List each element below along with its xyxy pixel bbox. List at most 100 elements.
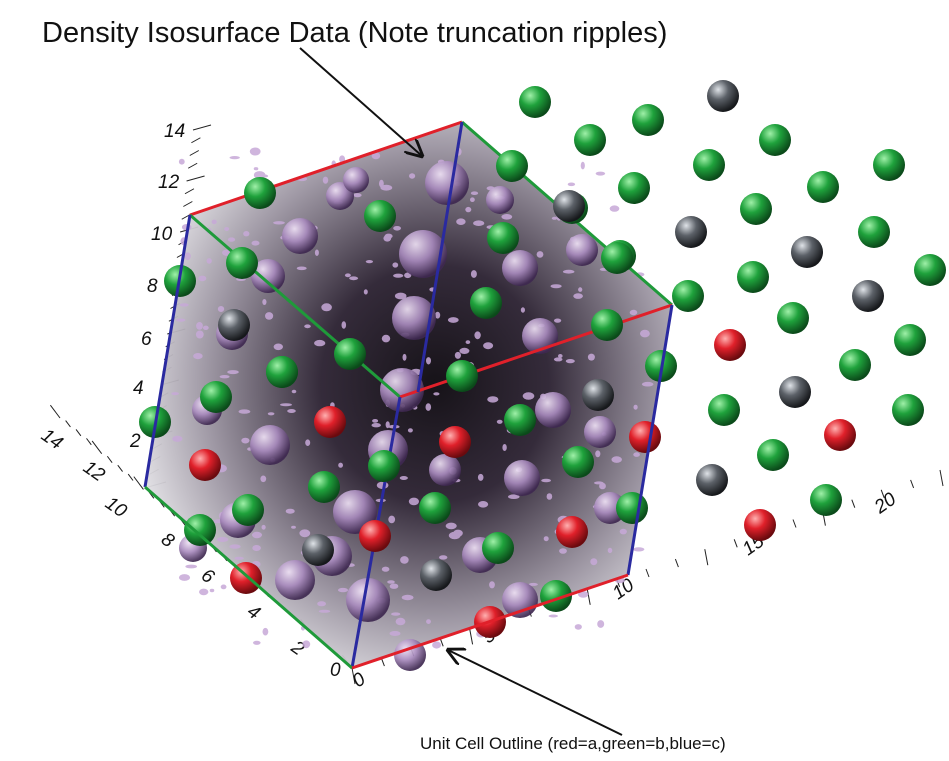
ripple [296, 266, 307, 271]
ripple [198, 275, 207, 282]
ripple [261, 524, 266, 530]
ripple [573, 293, 583, 299]
ripple [224, 227, 230, 231]
ripple [508, 494, 520, 500]
front-axis-tick [674, 558, 679, 568]
ripple [338, 587, 348, 593]
ripple [216, 537, 229, 542]
ripple [408, 497, 419, 506]
atom [582, 379, 614, 411]
ripple [470, 270, 477, 278]
atom [791, 236, 823, 268]
ripple [470, 191, 479, 195]
ripple [322, 176, 329, 184]
atom [601, 242, 633, 274]
figure-caption: Unit Cell Outline (red=a,green=b,blue=c) [420, 734, 726, 753]
ripple [402, 353, 407, 361]
left-axis-zero-label: 0 [330, 660, 341, 681]
ripple [478, 501, 489, 508]
atom [618, 172, 650, 204]
ripple [395, 617, 406, 626]
atom [892, 394, 924, 426]
ripple [496, 419, 503, 424]
ripple [594, 481, 604, 485]
ripple [381, 334, 391, 343]
ripple [548, 614, 558, 618]
isosurface-blob [486, 186, 514, 214]
ripple [562, 269, 575, 274]
vertical-tick [186, 175, 205, 182]
ripple [432, 641, 442, 649]
ripple [227, 237, 236, 242]
ripple [211, 219, 217, 225]
ripple [383, 235, 392, 242]
ripple [433, 392, 440, 396]
ripple [447, 317, 459, 323]
ripple [553, 357, 563, 362]
isosurface-blobs [179, 161, 626, 671]
ripple [435, 311, 441, 319]
atom [632, 104, 664, 136]
ripple [314, 339, 326, 347]
unit-cell-front-edges [143, 214, 674, 670]
ripple [565, 359, 575, 364]
isosurface-blob [392, 296, 436, 340]
atom [364, 200, 396, 232]
ripple [291, 389, 297, 394]
isosurface-blob [584, 416, 616, 448]
left-axis-tick-label: 12 [79, 457, 109, 487]
left-axis-tick [65, 420, 71, 428]
ripple [404, 272, 412, 279]
title-arrow [299, 47, 422, 156]
front-axis-tick [939, 469, 944, 487]
ripple [528, 582, 538, 586]
ripple [249, 147, 261, 156]
ripple [426, 357, 431, 365]
ripple [252, 640, 261, 645]
atom [266, 356, 298, 388]
atom [232, 494, 264, 526]
ripple [217, 306, 225, 312]
isosurface-blob [343, 167, 369, 193]
ripple [385, 421, 390, 429]
ripple [199, 588, 209, 596]
ripple [341, 321, 347, 329]
atom [740, 193, 772, 225]
ripple [196, 322, 203, 330]
ripple [206, 258, 212, 264]
ripple [371, 423, 381, 428]
ripple [543, 536, 549, 542]
ripple [607, 547, 613, 554]
ripple [260, 475, 267, 483]
atom [368, 450, 400, 482]
vertical-tick [192, 124, 212, 131]
isosurface-blob [504, 460, 540, 496]
atom [696, 464, 728, 496]
atom [482, 532, 514, 564]
ripple [172, 435, 183, 442]
left-axis-tick [75, 429, 82, 437]
ripple [536, 251, 544, 258]
ripple [389, 631, 401, 636]
left-axis-tick [117, 464, 123, 472]
ripple [252, 531, 262, 539]
atom [419, 492, 451, 524]
ripple [520, 307, 526, 313]
atom [629, 421, 661, 453]
ripple [265, 312, 274, 320]
isosurface-blob [399, 230, 447, 278]
vertical-tick-label: 14 [164, 121, 185, 142]
ripple [595, 450, 601, 458]
ripple [393, 226, 401, 231]
ripple [388, 515, 396, 524]
atom [189, 449, 221, 481]
ripple [567, 182, 576, 187]
isosurface-blob [566, 234, 598, 266]
ripple [381, 566, 390, 572]
ripple [267, 412, 275, 416]
vertical-tick-label: 6 [141, 329, 152, 350]
ripple [184, 252, 191, 261]
vertical-tick-label: 4 [133, 378, 144, 399]
atom [420, 559, 452, 591]
